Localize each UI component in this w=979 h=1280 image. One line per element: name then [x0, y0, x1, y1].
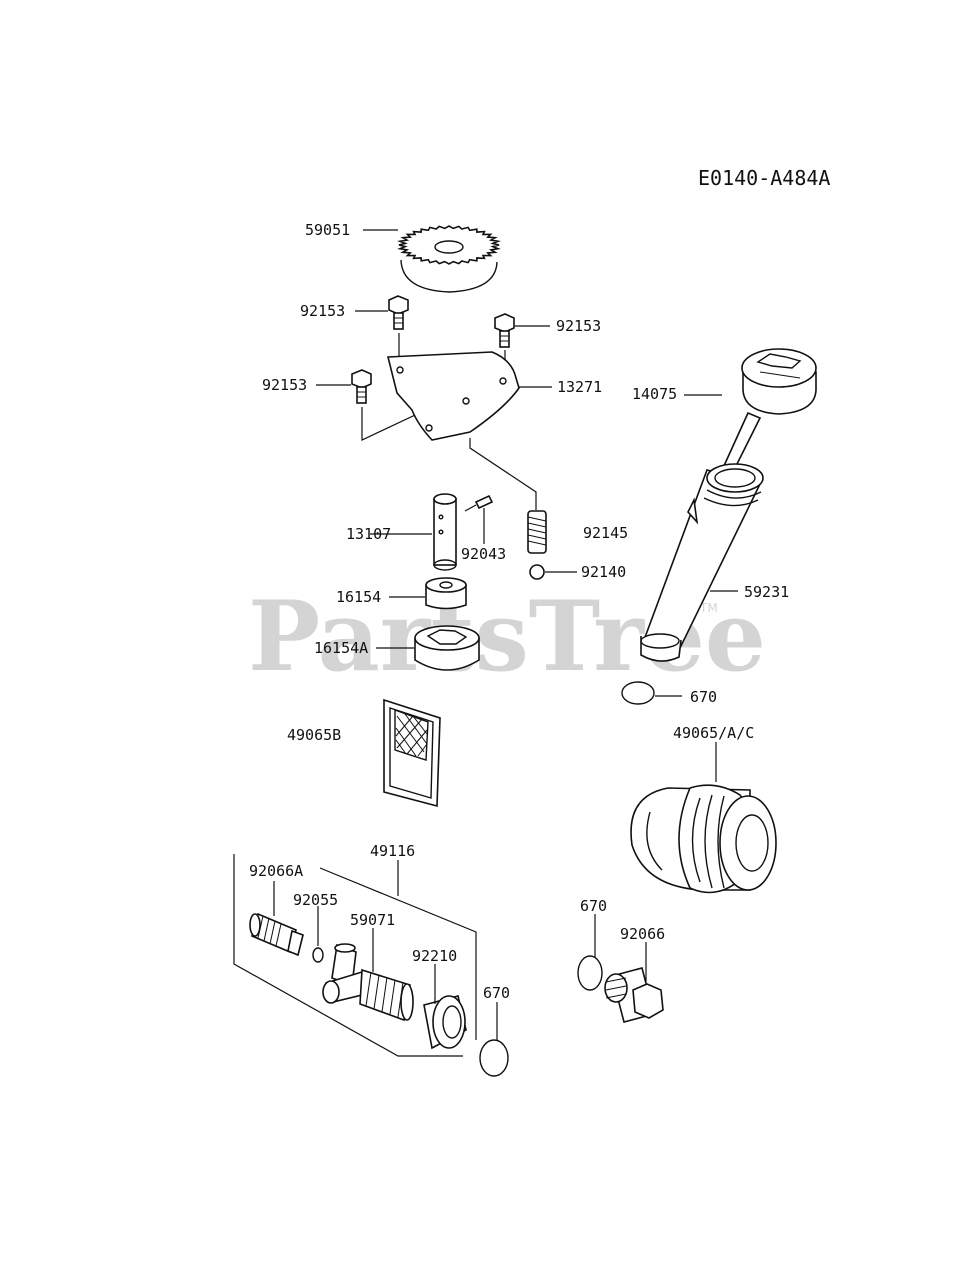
check-ball-part[interactable]	[529, 564, 545, 580]
nipple-part[interactable]	[249, 912, 304, 957]
drain-plug-part[interactable]	[604, 967, 664, 1023]
part-label-ball[interactable]: 92140	[581, 563, 626, 581]
part-label-pin[interactable]: 92043	[461, 545, 506, 563]
part-label-bolt-c[interactable]: 92153	[262, 376, 307, 394]
part-label-fitting-kit[interactable]: 49116	[370, 842, 415, 860]
part-label-inner-rotor[interactable]: 16154	[336, 588, 381, 606]
part-label-oring-plug[interactable]: 670	[580, 897, 607, 915]
part-label-bolt-a[interactable]: 92153	[300, 302, 345, 320]
bolt-part-c[interactable]	[351, 369, 372, 404]
oring-small-part[interactable]	[312, 947, 324, 963]
part-label-oil-filter[interactable]: 49065/A/C	[673, 724, 754, 742]
bolt-part-b[interactable]	[494, 313, 515, 348]
gear-part[interactable]	[397, 225, 501, 293]
oring-plug-part[interactable]	[577, 955, 603, 991]
part-label-oring-small[interactable]: 92055	[293, 891, 338, 909]
filter-body-part[interactable]	[322, 943, 414, 1022]
part-label-outer-rotor[interactable]: 16154A	[314, 639, 368, 657]
pump-cover-plate[interactable]	[386, 351, 520, 441]
oil-screen-part[interactable]	[383, 698, 441, 808]
outer-rotor-part[interactable]	[414, 625, 480, 671]
pin-part[interactable]	[474, 494, 494, 510]
part-label-nipple[interactable]: 92066A	[249, 862, 303, 880]
oil-filter-part[interactable]	[630, 784, 777, 894]
watermark-trademark: TM	[699, 601, 718, 615]
diagram-code: E0140-A484A	[698, 166, 830, 190]
part-label-plate[interactable]: 13271	[557, 378, 602, 396]
part-label-drain-plug[interactable]: 92066	[620, 925, 665, 943]
part-label-shaft[interactable]: 13107	[346, 525, 391, 543]
part-label-oring-tube[interactable]: 670	[690, 688, 717, 706]
part-label-oring-bottom[interactable]: 670	[483, 984, 510, 1002]
part-label-gear[interactable]: 59051	[305, 221, 350, 239]
oring-bottom-part[interactable]	[479, 1039, 509, 1077]
part-label-tube[interactable]: 59231	[744, 583, 789, 601]
part-label-screen[interactable]: 49065B	[287, 726, 341, 744]
bolt-part-a[interactable]	[388, 295, 409, 330]
part-label-dipstick-cap[interactable]: 14075	[632, 385, 677, 403]
spring-part[interactable]	[527, 510, 547, 554]
nut-part[interactable]	[423, 995, 467, 1050]
pump-shaft-part[interactable]	[433, 493, 457, 571]
oring-tube-part[interactable]	[621, 681, 655, 705]
part-label-filter-body[interactable]: 59071	[350, 911, 395, 929]
part-label-spring[interactable]: 92145	[583, 524, 628, 542]
inner-rotor-part[interactable]	[425, 577, 467, 610]
dipstick-cap-part[interactable]	[721, 348, 817, 474]
part-label-nut[interactable]: 92210	[412, 947, 457, 965]
dipstick-tube-part[interactable]	[640, 463, 764, 662]
part-label-bolt-b[interactable]: 92153	[556, 317, 601, 335]
